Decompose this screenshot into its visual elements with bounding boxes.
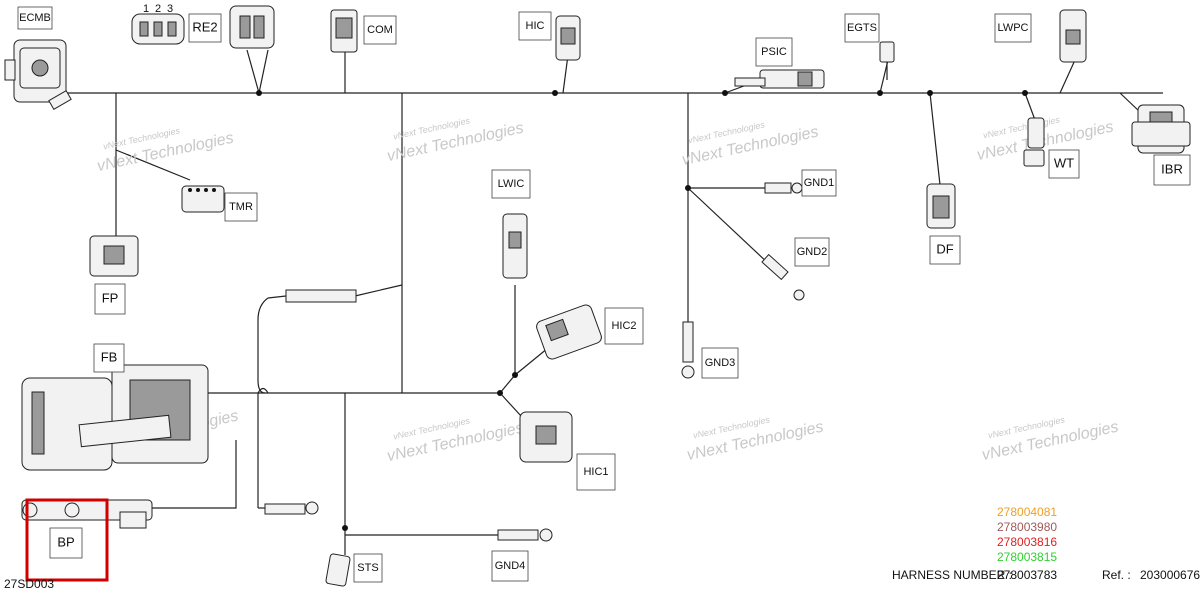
bp-highlight-frame [25,498,109,582]
gnd3-terminal-icon [681,321,695,379]
lwic-connector-icon [502,213,528,279]
label-gnd2: GND2 [797,246,828,258]
label-ibr: IBR [1161,161,1183,176]
pin-number: 1 [143,3,149,15]
part-number: 278003980 [997,520,1057,534]
label-gnd1: GND1 [804,177,835,189]
label-hic2: HIC2 [611,320,636,332]
gnd1-terminal-icon [764,182,803,194]
lwpc-connector-icon [1059,9,1087,63]
label-gnd3: GND3 [705,357,736,369]
gnd2-terminal-icon [761,253,805,301]
reference-label: Ref. : [1102,568,1131,582]
pin-number: 2 [155,3,161,15]
fb-fusebox-icon [21,364,209,471]
harness-number-label: HARNESS NUMBER : [892,568,1012,582]
tmr-connector-icon [181,185,225,213]
fp-connector-icon [89,235,139,277]
hic1-connector-icon [519,411,573,463]
label-psic: PSIC [761,46,787,58]
label-bp: BP [57,534,74,549]
ecmb-connector-icon [4,39,72,111]
ibr-connector-icon [1131,104,1191,154]
part-number-list: 278004081 278003980 278003816 278003815 [997,505,1057,564]
df-connector-icon [926,183,956,229]
inline-sleeve-icon [285,289,357,303]
label-fb: FB [101,349,118,364]
ring-terminal-icon [264,501,319,515]
label-df: DF [936,241,953,256]
connector-labels: ECMB RE2 COM HIC PSIC EGTS LWPC WT IBR T… [17,6,1191,583]
label-com: COM [367,24,393,36]
part-number: 278003815 [997,550,1057,564]
label-lwic: LWIC [498,178,525,190]
label-fp: FP [102,290,119,305]
label-re2: RE2 [192,19,217,34]
label-egts: EGTS [847,22,877,34]
sts-connector-icon [325,553,351,587]
psic-connector-icon [734,69,825,89]
label-ecmb: ECMB [19,12,51,24]
label-gnd4: GND4 [495,560,526,572]
pin-number: 3 [167,3,173,15]
label-tmr: TMR [229,201,253,213]
reference-value: 203000676 [1140,568,1200,582]
wt-connector-icon [1023,117,1045,167]
gnd4-terminal-icon [497,528,553,542]
part-number: 278003816 [997,535,1057,549]
com-connector-icon [330,9,358,53]
hic-connector-icon [555,15,581,61]
splice-points [256,90,1028,531]
drawing-code: 27SD003 [4,577,54,591]
watermark-group: vNext Technologies vNext Technologies vN… [96,114,1120,465]
label-sts: STS [357,562,378,574]
label-lwpc: LWPC [998,22,1029,34]
egts-connector-icon [879,41,895,80]
part-number: 278004081 [997,505,1057,519]
label-wt: WT [1054,155,1074,170]
label-hic: HIC [526,20,545,32]
bp-busbar-icon [21,499,153,529]
label-hic1: HIC1 [583,466,608,478]
harness-number-value: 278003783 [997,568,1057,582]
hic2-connector-icon [536,304,602,360]
re2-connector-icon: 1 2 3 [131,3,275,49]
